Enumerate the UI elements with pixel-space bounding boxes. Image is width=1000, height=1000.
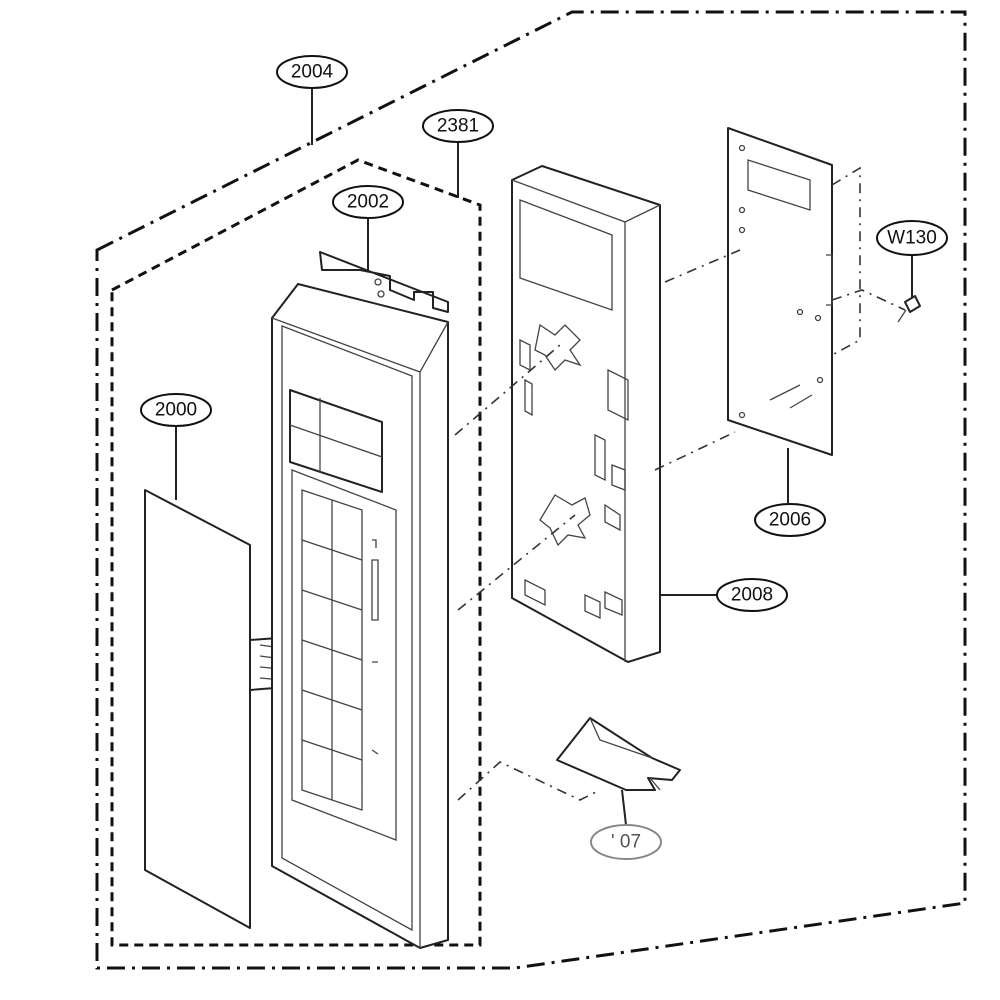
callout-2381: 2381 (422, 109, 494, 143)
callout-07: ' 07 (590, 824, 662, 860)
svg-text:2002: 2002 (347, 192, 389, 213)
callout-2008: 2008 (716, 578, 788, 612)
svg-text:2381: 2381 (437, 116, 479, 137)
part-2008-housing (511, 165, 661, 663)
svg-text:' 07: ' 07 (611, 832, 641, 853)
part-2002-control-panel (271, 251, 449, 949)
callout-w130: W130 (876, 220, 948, 256)
callout-2004: 2004 (276, 55, 348, 89)
svg-text:2008: 2008 (731, 585, 773, 606)
part-07-clip (556, 717, 681, 791)
assembly-2381-boundary (110, 158, 482, 947)
assembly-2004-boundary (95, 10, 967, 970)
assembly-guide-lines (454, 166, 906, 801)
svg-text:W130: W130 (887, 228, 937, 249)
svg-text:2004: 2004 (291, 62, 334, 83)
callout-2006: 2006 (754, 503, 826, 537)
svg-text:2000: 2000 (155, 400, 197, 421)
callout-leaders (175, 88, 913, 826)
part-2006-pcb (727, 127, 833, 456)
keypad-buttons (301, 489, 363, 811)
callout-2002: 2002 (332, 185, 404, 219)
callout-2000: 2000 (140, 393, 212, 427)
svg-text:2006: 2006 (769, 510, 811, 531)
